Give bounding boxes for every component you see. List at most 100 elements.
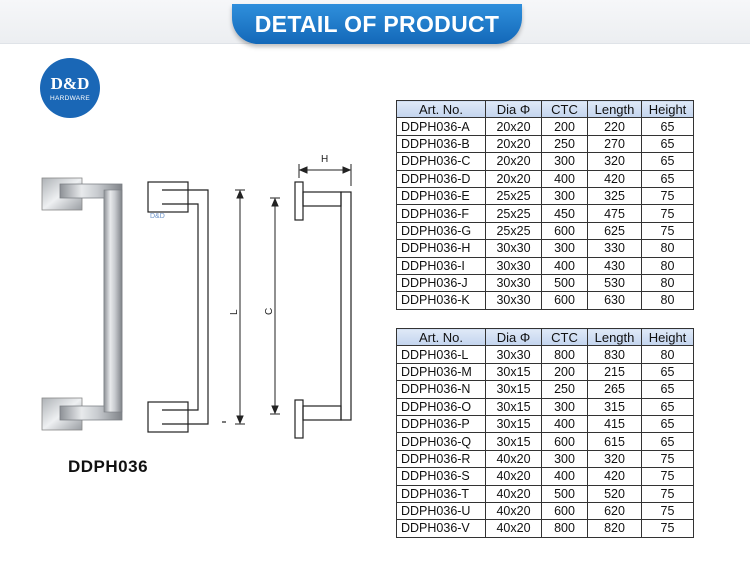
art-no-cell: DDPH036-Q [396, 432, 486, 451]
length-cell: 270 [587, 134, 642, 154]
dia-cell: 40x20 [485, 467, 542, 486]
art-no-cell: DDPH036-U [396, 501, 486, 521]
product-model: DDPH036 [68, 457, 149, 476]
ctc-cell: 400 [541, 169, 588, 188]
dia-cell: 30x30 [485, 291, 542, 310]
page-title: DETAIL OF PRODUCT [254, 10, 500, 37]
dia-cell: 40x20 [485, 449, 542, 469]
ctc-cell: 600 [541, 291, 588, 310]
art-no-cell: DDPH036-I [396, 256, 486, 275]
spec-table-1: Art. No. Dia Φ CTC Length Height DDPH036… [396, 99, 694, 310]
length-cell: 475 [587, 204, 642, 223]
col-dia: Dia Φ [485, 99, 542, 119]
art-no-cell: DDPH036-C [396, 152, 486, 171]
logo-sub-text: HARDWARE [49, 94, 91, 102]
art-no-cell: DDPH036-A [396, 117, 486, 136]
dia-cell: 30x15 [485, 414, 542, 434]
col-art-no: Art. No. [396, 327, 486, 347]
dia-cell: 25x25 [485, 186, 542, 206]
length-cell: 330 [587, 239, 642, 258]
height-cell: 75 [641, 501, 694, 521]
height-cell: 75 [641, 484, 694, 503]
art-no-cell: DDPH036-H [396, 239, 486, 258]
logo-main-text: D&D [50, 73, 90, 93]
length-cell: 520 [587, 484, 642, 503]
ctc-cell: 800 [541, 519, 588, 538]
length-dimension [235, 189, 245, 425]
ctc-cell: 300 [541, 186, 588, 206]
length-cell: 830 [587, 345, 642, 364]
length-cell: 320 [587, 449, 642, 469]
art-no-cell: DDPH036-B [396, 134, 486, 154]
length-cell: 530 [587, 273, 642, 293]
ctc-cell: 200 [541, 117, 588, 136]
height-cell: 65 [641, 117, 694, 136]
dia-cell: 30x30 [485, 273, 542, 293]
length-cell: 265 [587, 380, 642, 399]
dim-c-label: C [264, 308, 275, 315]
height-dimension [298, 164, 352, 186]
drawing-watermark: D&D [150, 213, 165, 220]
ctc-dimension [270, 197, 280, 415]
length-cell: 320 [587, 152, 642, 171]
art-no-cell: DDPH036-V [396, 519, 486, 538]
height-cell: 80 [641, 256, 694, 275]
height-cell: 65 [641, 432, 694, 451]
art-no-cell: DDPH036-O [396, 397, 486, 416]
art-no-cell: DDPH036-M [396, 362, 486, 382]
length-cell: 420 [587, 467, 642, 486]
dia-cell: 30x30 [485, 239, 542, 258]
dim-l-label: L [229, 309, 240, 315]
ctc-cell: 300 [541, 397, 588, 416]
length-cell: 325 [587, 186, 642, 206]
ctc-cell: 400 [541, 256, 588, 275]
col-art-no: Art. No. [396, 99, 486, 119]
height-cell: 65 [641, 152, 694, 171]
col-dia: Dia Φ [485, 327, 542, 347]
art-no-cell: DDPH036-L [396, 345, 486, 364]
ctc-cell: 250 [541, 380, 588, 399]
ctc-cell: 250 [541, 134, 588, 154]
height-cell: 75 [641, 467, 694, 486]
ctc-cell: 800 [541, 345, 588, 364]
side-view-drawing [294, 181, 352, 439]
dia-cell: 40x20 [485, 484, 542, 503]
dia-cell: 30x15 [485, 380, 542, 399]
ctc-cell: 300 [541, 449, 588, 469]
ctc-cell: 500 [541, 484, 588, 503]
col-length: Length [587, 327, 642, 347]
col-ctc: CTC [541, 99, 588, 119]
height-cell: 80 [641, 239, 694, 258]
height-cell: 75 [641, 221, 694, 241]
length-cell: 215 [587, 362, 642, 382]
height-cell: 65 [641, 362, 694, 382]
art-no-cell: DDPH036-D [396, 169, 486, 188]
dia-cell: 30x15 [485, 362, 542, 382]
art-no-cell: DDPH036-T [396, 484, 486, 503]
dia-cell: 25x25 [485, 204, 542, 223]
dia-cell: 40x20 [485, 501, 542, 521]
dim-h-label: H [321, 154, 328, 165]
ctc-cell: 600 [541, 432, 588, 451]
height-cell: 65 [641, 380, 694, 399]
length-cell: 615 [587, 432, 642, 451]
header-banner: DETAIL OF PRODUCT [232, 4, 522, 44]
table-header-row: Art. No. Dia Φ CTC Length Height [396, 327, 694, 347]
ctc-cell: 450 [541, 204, 588, 223]
spec-table-2: Art. No. Dia Φ CTC Length Height DDPH036… [396, 327, 694, 538]
dia-cell: 20x20 [485, 169, 542, 188]
ctc-cell: 200 [541, 362, 588, 382]
art-no-cell: DDPH036-N [396, 380, 486, 399]
height-cell: 75 [641, 186, 694, 206]
handle-photo [41, 177, 123, 431]
